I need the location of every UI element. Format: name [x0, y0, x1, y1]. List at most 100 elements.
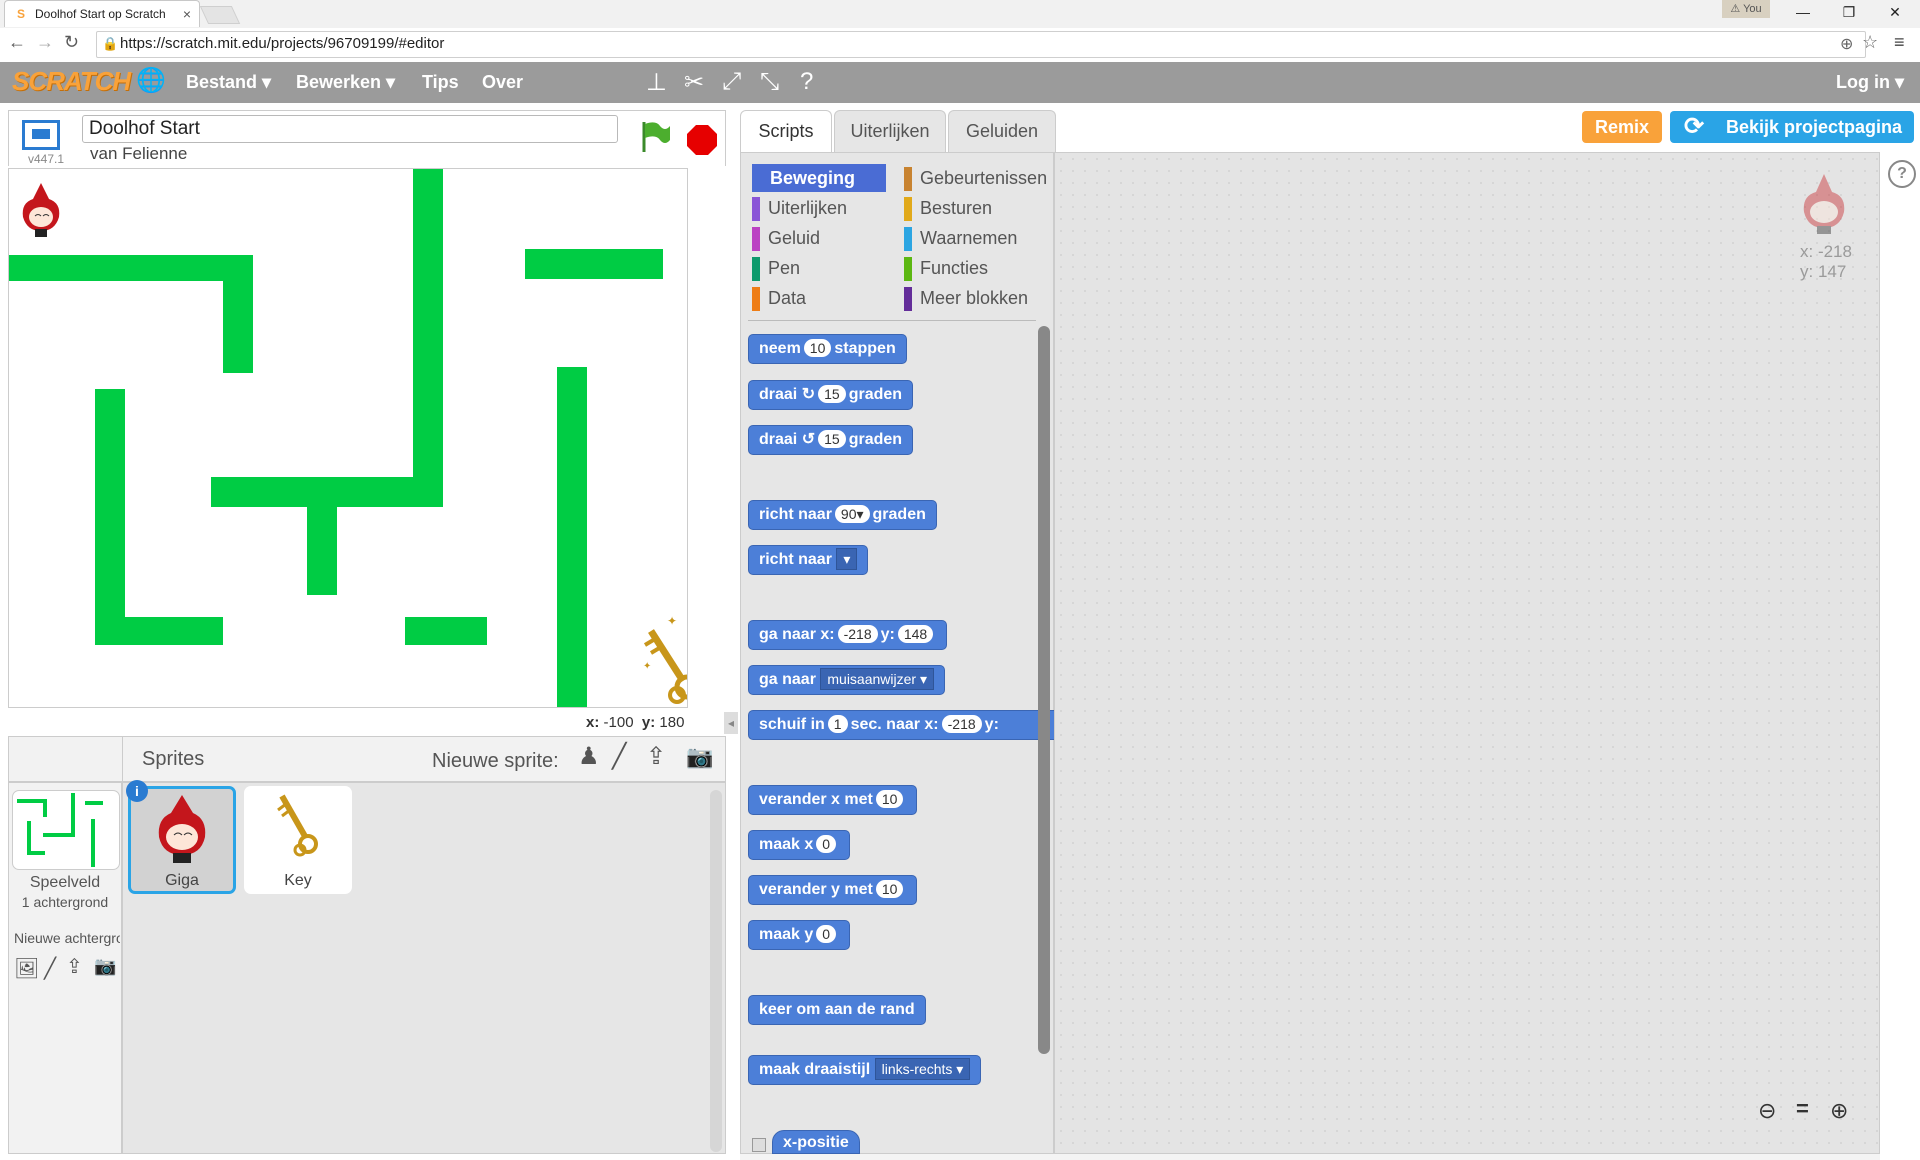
category-more-blocks[interactable]: Meer blokken [904, 284, 1052, 312]
stage-collapse-arrow-icon[interactable]: ◂ [724, 712, 738, 734]
category-data[interactable]: Data [752, 284, 886, 312]
login-button[interactable]: Log in ▾ [1836, 72, 1905, 92]
user-badge[interactable]: ⚠ You [1722, 0, 1770, 18]
reload-icon[interactable]: ↻ [64, 32, 80, 52]
remix-button[interactable]: Remix [1582, 111, 1662, 143]
sprite-thumb-giga[interactable] [128, 786, 236, 894]
help-icon[interactable]: ? [800, 68, 814, 95]
block-input[interactable]: 10 [875, 880, 904, 898]
backdrop-paint-icon[interactable]: ╱ [44, 958, 57, 980]
block-input[interactable]: 10 [803, 339, 832, 357]
block-input[interactable]: 15 [818, 430, 846, 448]
browser-menu-icon[interactable]: ≡ [1894, 32, 1905, 52]
info-icon[interactable]: i [126, 780, 148, 802]
menu-about[interactable]: Over [482, 72, 524, 92]
version-label: v447.1 [28, 152, 65, 166]
stage-canvas[interactable]: ✦✦ [8, 168, 688, 708]
block-go-to[interactable]: ga naar muisaanwijzer ▾ [748, 665, 945, 695]
zoom-in-icon[interactable]: ⊕ [1830, 1098, 1849, 1123]
backdrop-camera-icon[interactable]: 📷 [94, 956, 117, 976]
upload-icon[interactable]: ⇪ [646, 743, 667, 770]
category-pen[interactable]: Pen [752, 254, 886, 282]
language-globe-icon[interactable]: 🌐 [136, 67, 166, 94]
key-sprite[interactable]: ✦✦ [641, 614, 687, 707]
back-icon[interactable]: ← [8, 32, 26, 52]
restore-button[interactable]: ❐ [1842, 4, 1856, 20]
block-input[interactable]: 148 [897, 625, 934, 643]
sprite-list-scrollbar[interactable] [710, 790, 722, 1152]
category-events[interactable]: Gebeurtenissen [904, 164, 1052, 192]
menu-edit[interactable]: Bewerken ▾ [296, 72, 396, 92]
menu-file[interactable]: Bestand ▾ [186, 72, 272, 92]
block-bounce[interactable]: keer om aan de rand [748, 995, 926, 1025]
tab-scripts[interactable]: Scripts [740, 110, 832, 152]
paint-brush-icon[interactable]: ╱ [612, 743, 627, 770]
maze-wall [557, 367, 587, 707]
script-area[interactable] [1054, 152, 1880, 1154]
category-looks[interactable]: Uiterlijken [752, 194, 886, 222]
delete-scissors-icon[interactable]: ✂ [684, 69, 705, 96]
backdrop-library-icon[interactable]: 🖼 [14, 958, 40, 980]
tab-close-icon[interactable]: × [182, 6, 191, 22]
giga-sprite[interactable] [15, 181, 67, 244]
stage-thumbnail[interactable] [12, 790, 120, 870]
see-project-page-button[interactable]: ⟳ Bekijk projectpagina [1670, 111, 1914, 143]
sprite-thumb-key[interactable] [244, 786, 352, 894]
green-flag-icon[interactable] [640, 120, 672, 154]
x-position-checkbox[interactable] [752, 1138, 766, 1152]
block-dropdown[interactable]: muisaanwijzer ▾ [820, 668, 934, 690]
category-control[interactable]: Besturen [904, 194, 1052, 222]
category-motion[interactable]: Beweging [752, 164, 886, 192]
bookmark-star-icon[interactable]: ☆ [1862, 32, 1879, 52]
tab-costumes[interactable]: Uiterlijken [834, 110, 946, 152]
category-sound[interactable]: Geluid [752, 224, 886, 252]
duplicate-stamp-icon[interactable]: ⊥ [646, 69, 667, 96]
category-sensing[interactable]: Waarnemen [904, 224, 1052, 252]
block-input[interactable]: 0 [816, 835, 837, 853]
fullscreen-icon[interactable] [22, 120, 60, 150]
grow-icon[interactable]: ⤢ [722, 68, 742, 95]
scratch-logo[interactable]: SCRATCH [12, 66, 131, 96]
stop-sign-icon[interactable] [686, 124, 718, 156]
camera-icon[interactable]: 📷 [686, 744, 714, 769]
zoom-out-icon[interactable]: ⊖ [1758, 1098, 1777, 1123]
palette-scrollbar[interactable] [1038, 326, 1050, 1054]
block-point-towards[interactable]: richt naar ▾ [748, 545, 869, 575]
category-operators[interactable]: Functies [904, 254, 1052, 282]
close-window-button[interactable]: ✕ [1889, 4, 1901, 20]
block-input[interactable]: 0 [816, 925, 837, 943]
tab-sounds[interactable]: Geluiden [948, 110, 1056, 152]
block-dropdown[interactable]: links-rechts ▾ [874, 1058, 971, 1080]
block-input[interactable]: 10 [875, 790, 904, 808]
zoom-icon[interactable]: ⊕ [1840, 36, 1854, 53]
block-x-position[interactable]: x-positie [772, 1130, 860, 1154]
forward-icon[interactable]: → [36, 32, 54, 52]
url-field[interactable] [96, 31, 1866, 58]
minimize-button[interactable]: — [1796, 4, 1810, 20]
block-rotation-style[interactable]: maak draaistijl links-rechts ▾ [748, 1055, 982, 1085]
browser-tab[interactable]: S Doolhof Start op Scratch × [4, 0, 200, 27]
project-title-field[interactable]: Doolhof Start [82, 115, 618, 143]
block-input[interactable]: -218 [837, 625, 878, 643]
menu-tips[interactable]: Tips [422, 72, 459, 92]
sprite-library-icon[interactable]: ♟ [578, 743, 600, 770]
block-input[interactable]: 15 [818, 385, 846, 403]
block-input[interactable]: 1 [827, 715, 848, 733]
backdrop-upload-icon[interactable]: ⇪ [66, 956, 83, 978]
help-question-icon[interactable]: ? [1888, 160, 1916, 188]
block-input[interactable]: -218 [941, 715, 982, 733]
zoom-reset-icon[interactable]: = [1796, 1096, 1809, 1121]
block-input[interactable]: 90▾ [834, 505, 870, 523]
shrink-icon[interactable]: ⤡ [760, 68, 780, 95]
block-dropdown[interactable]: ▾ [836, 548, 858, 570]
